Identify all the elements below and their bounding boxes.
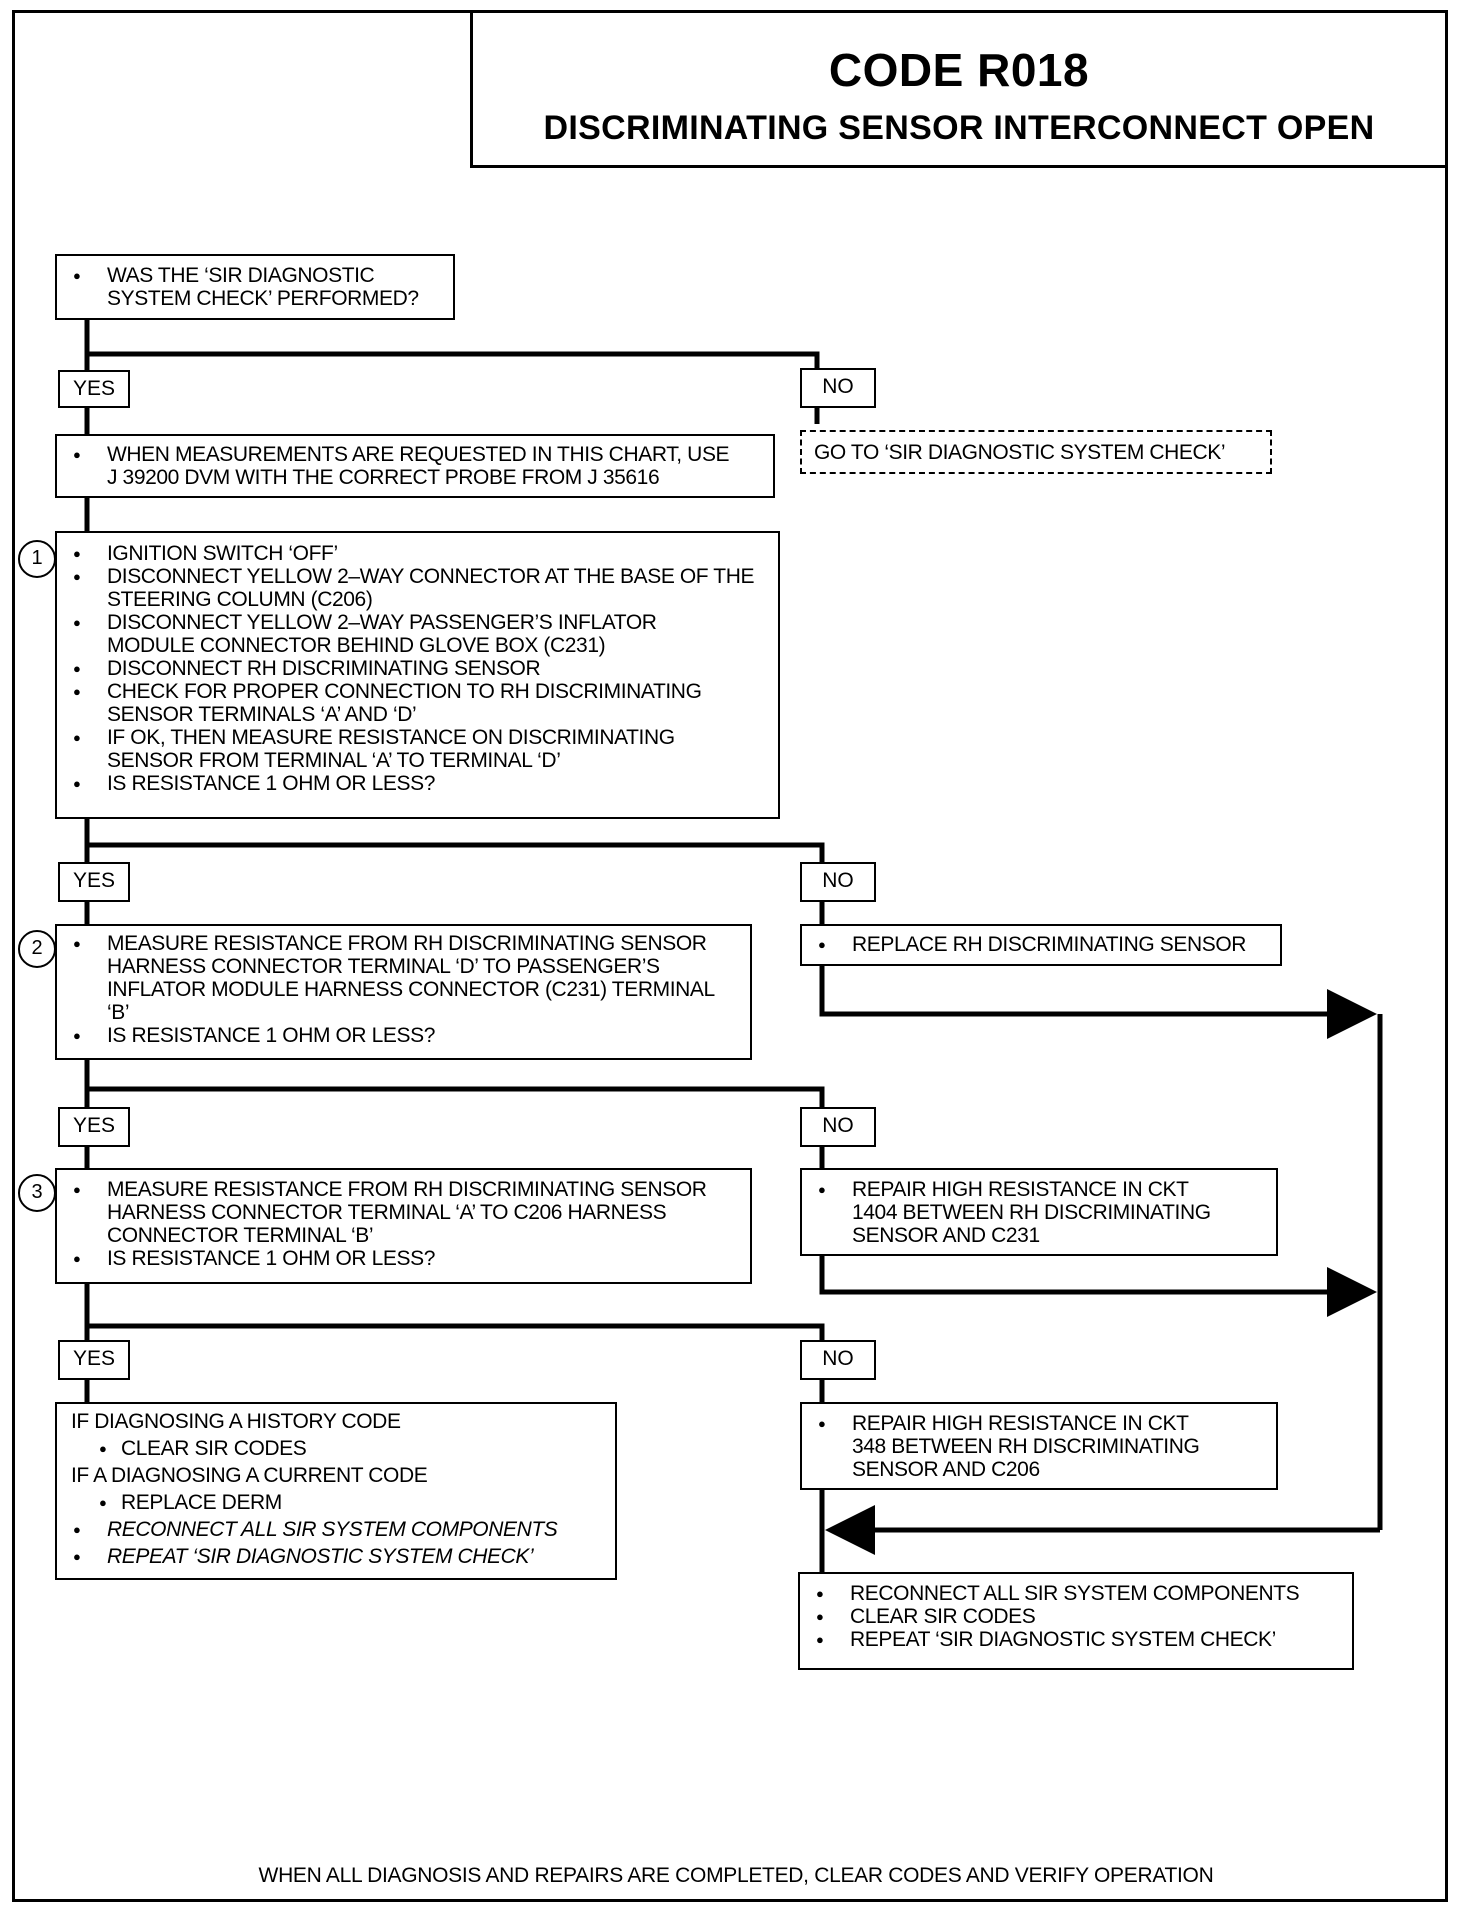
step1-item: DISCONNECT YELLOW 2–WAY PASSENGER’S INFL… — [57, 611, 778, 657]
measurement-note-box: WHEN MEASUREMENTS ARE REQUESTED IN THIS … — [55, 434, 775, 498]
page-title: CODE R018 — [828, 44, 1090, 96]
step3-item: IS RESISTANCE 1 OHM OR LESS? — [57, 1247, 750, 1270]
step1-item: DISCONNECT RH DISCRIMINATING SENSOR — [57, 657, 778, 680]
step2-box: MEASURE RESISTANCE FROM RH DISCRIMINATIN… — [55, 924, 752, 1060]
final-action-item: RECONNECT ALL SIR SYSTEM COMPONENTS — [800, 1582, 1352, 1605]
step-marker-1: 1 — [18, 540, 56, 578]
step1-item: DISCONNECT YELLOW 2–WAY CONNECTOR AT THE… — [57, 565, 778, 611]
no-label-1: NO — [800, 368, 876, 408]
repair-ckt-348-box: REPAIR HIGH RESISTANCE IN CKT 348 BETWEE… — [800, 1402, 1278, 1490]
history-code-text: IF DIAGNOSING A HISTORY CODE — [71, 1410, 401, 1433]
final-action-item: REPEAT ‘SIR DIAGNOSTIC SYSTEM CHECK’ — [800, 1628, 1352, 1651]
repair-ckt-1404-box: REPAIR HIGH RESISTANCE IN CKT 1404 BETWE… — [800, 1168, 1278, 1256]
title-block: CODE R018 DISCRIMINATING SENSOR INTERCON… — [470, 10, 1448, 168]
step3-item: MEASURE RESISTANCE FROM RH DISCRIMINATIN… — [57, 1178, 750, 1247]
step3-box: MEASURE RESISTANCE FROM RH DISCRIMINATIN… — [55, 1168, 752, 1284]
step2-item: IS RESISTANCE 1 OHM OR LESS? — [57, 1024, 750, 1047]
step1-item: CHECK FOR PROPER CONNECTION TO RH DISCRI… — [57, 680, 778, 726]
footer-note: WHEN ALL DIAGNOSIS AND REPAIRS ARE COMPL… — [258, 1864, 1214, 1887]
step-marker-2: 2 — [18, 930, 56, 968]
repair-ckt-348-text: REPAIR HIGH RESISTANCE IN CKT 348 BETWEE… — [802, 1412, 1276, 1481]
clear-codes-item: CLEAR SIR CODES — [57, 1437, 615, 1460]
history-current-code-box: IF DIAGNOSING A HISTORY CODE CLEAR SIR C… — [55, 1402, 617, 1580]
yes-label-3: YES — [58, 1107, 130, 1147]
step1-box: IGNITION SWITCH ‘OFF’ DISCONNECT YELLOW … — [55, 531, 780, 819]
yes-label-4: YES — [58, 1340, 130, 1380]
replace-sensor-box: REPLACE RH DISCRIMINATING SENSOR — [800, 924, 1282, 966]
page-subtitle: DISCRIMINATING SENSOR INTERCONNECT OPEN — [543, 109, 1375, 147]
replace-derm-item: REPLACE DERM — [57, 1491, 615, 1514]
step1-item: IF OK, THEN MEASURE RESISTANCE ON DISCRI… — [57, 726, 778, 772]
yes-label-2: YES — [58, 862, 130, 902]
step1-item: IGNITION SWITCH ‘OFF’ — [57, 542, 778, 565]
replace-sensor-text: REPLACE RH DISCRIMINATING SENSOR — [802, 933, 1280, 956]
goto-system-check-text: GO TO ‘SIR DIAGNOSTIC SYSTEM CHECK’ — [814, 441, 1226, 464]
no-label-4: NO — [800, 1340, 876, 1380]
step2-item: MEASURE RESISTANCE FROM RH DISCRIMINATIN… — [57, 932, 750, 1024]
no-label-3: NO — [800, 1107, 876, 1147]
final-action-item: CLEAR SIR CODES — [800, 1605, 1352, 1628]
goto-system-check-box: GO TO ‘SIR DIAGNOSTIC SYSTEM CHECK’ — [800, 430, 1272, 474]
final-actions-box: RECONNECT ALL SIR SYSTEM COMPONENTS CLEA… — [798, 1572, 1354, 1670]
measurement-note-text: WHEN MEASUREMENTS ARE REQUESTED IN THIS … — [57, 443, 773, 489]
reconnect-item: RECONNECT ALL SIR SYSTEM COMPONENTS — [57, 1518, 615, 1541]
step1-item: IS RESISTANCE 1 OHM OR LESS? — [57, 772, 778, 795]
repair-ckt-1404-text: REPAIR HIGH RESISTANCE IN CKT 1404 BETWE… — [802, 1178, 1276, 1247]
step-marker-3: 3 — [18, 1174, 56, 1212]
current-code-text: IF A DIAGNOSING A CURRENT CODE — [71, 1464, 428, 1487]
yes-label-1: YES — [58, 370, 130, 408]
no-label-2: NO — [800, 862, 876, 902]
repeat-check-item: REPEAT ‘SIR DIAGNOSTIC SYSTEM CHECK’ — [57, 1545, 615, 1568]
